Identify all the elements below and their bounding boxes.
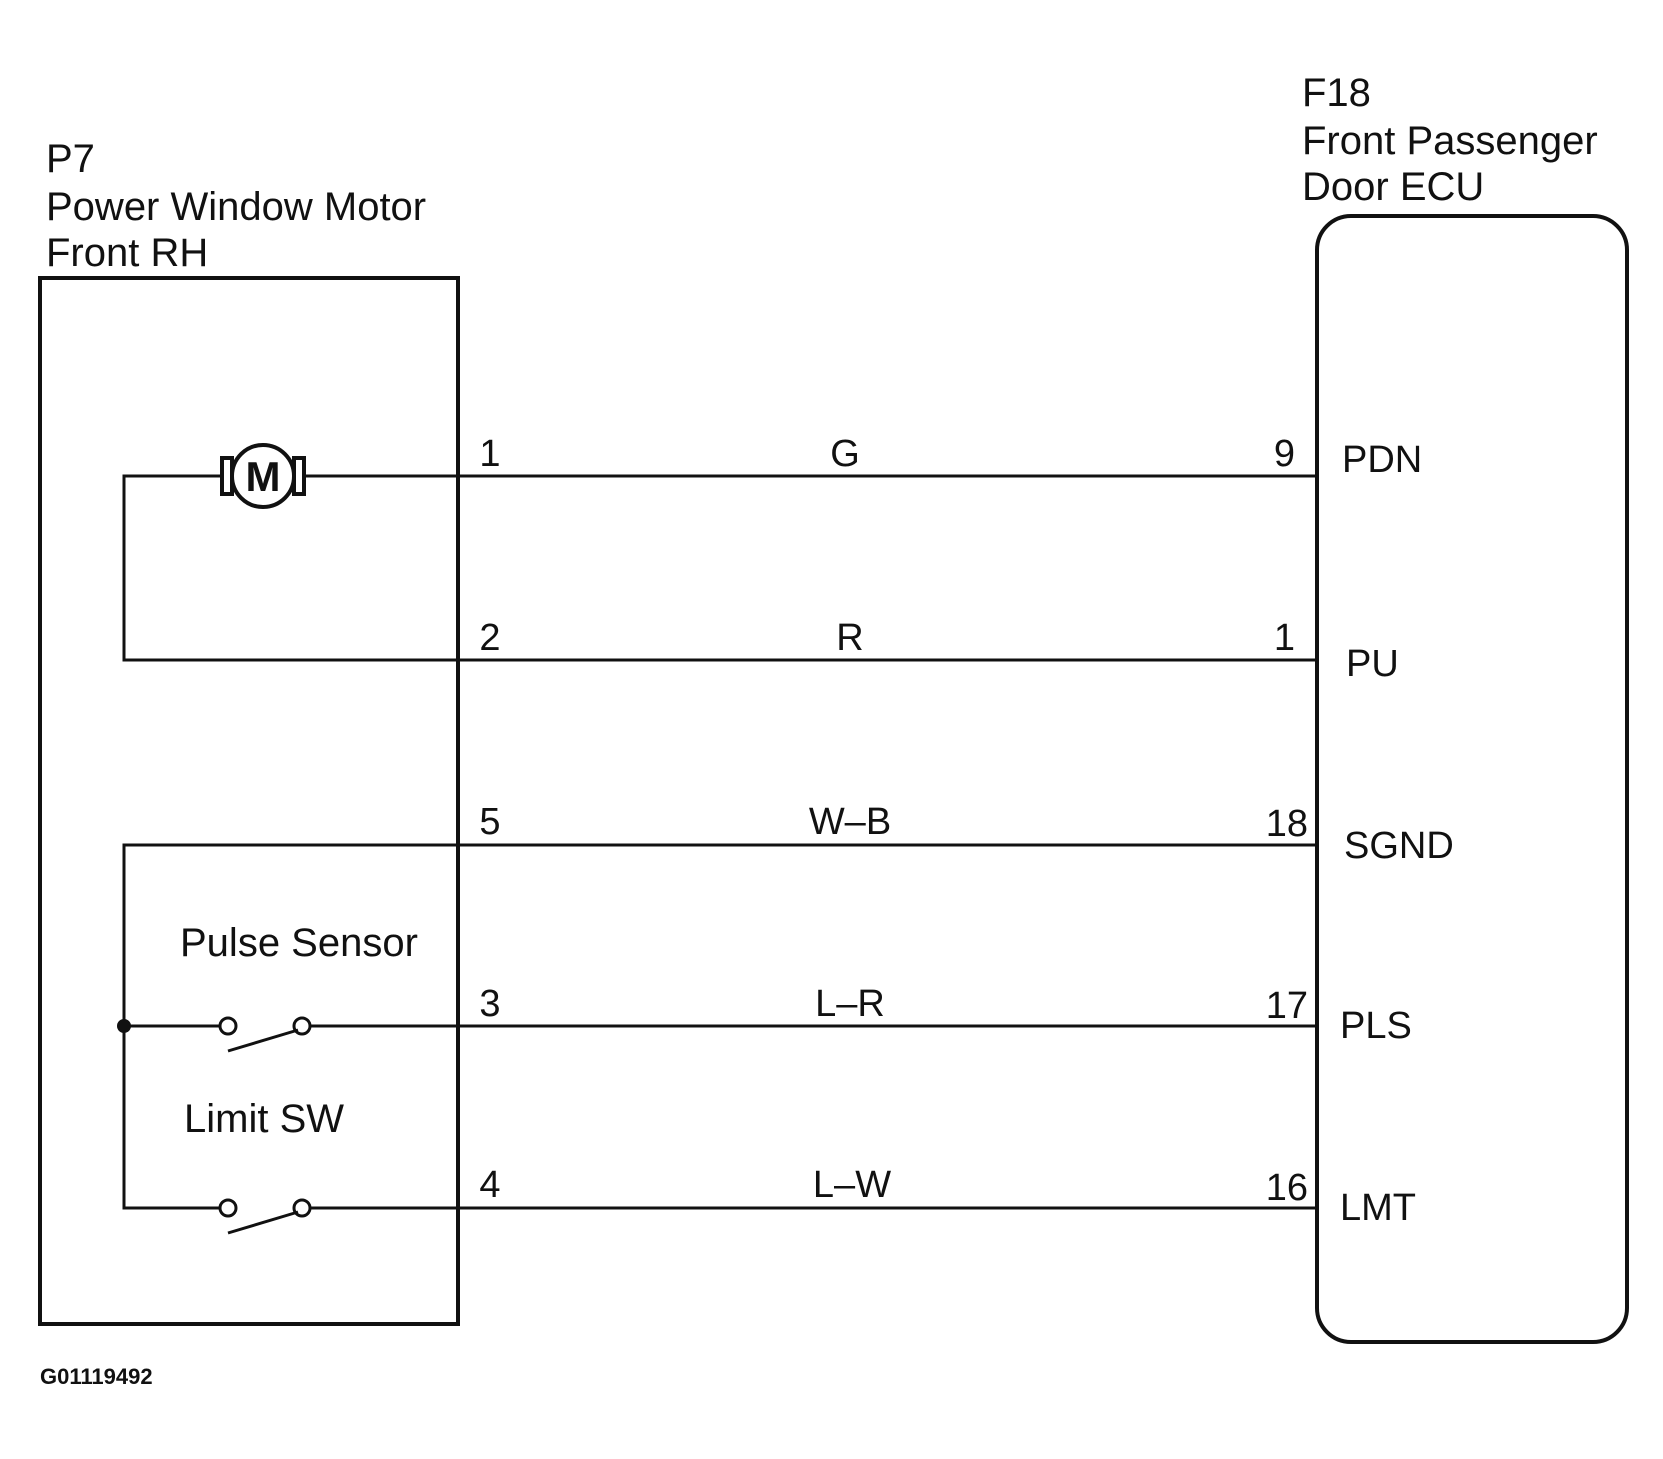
motor-pin-number: 5 — [479, 801, 500, 843]
motor-pin-number: 1 — [479, 433, 500, 475]
ecu-terminal-label: LMT — [1340, 1187, 1416, 1229]
wire-color-code: W–B — [809, 801, 891, 843]
wire-color-code: L–R — [815, 983, 885, 1025]
ecu-pin-number: 17 — [1266, 985, 1308, 1027]
ecu-pin-number: 16 — [1266, 1167, 1308, 1209]
wire-color-code: R — [836, 617, 863, 659]
motor-pin-number: 2 — [479, 617, 500, 659]
ecu-pin-number: 9 — [1274, 433, 1295, 475]
ecu-component-name-line2: Door ECU — [1302, 165, 1484, 209]
ecu-terminal-label: PU — [1346, 643, 1399, 685]
ecu-terminal-label: PDN — [1342, 439, 1422, 481]
pulse-sensor-label: Pulse Sensor — [180, 921, 418, 965]
limit-switch-icon — [218, 1198, 312, 1235]
motor-component-code: P7 — [46, 137, 95, 181]
figure-code: G01119492 — [40, 1364, 153, 1389]
ecu-component-name-line1: Front Passenger — [1302, 119, 1598, 163]
wire-color-code: G — [830, 433, 860, 475]
motor-component-box — [38, 276, 460, 1326]
ecu-component-code: F18 — [1302, 71, 1371, 115]
ecu-pin-number: 1 — [1274, 617, 1295, 659]
motor-symbol-label: M — [246, 453, 281, 500]
motor-pin-number: 3 — [479, 983, 500, 1025]
motor-pin-number: 4 — [479, 1164, 500, 1206]
motor-icon: M — [220, 443, 306, 509]
ecu-terminal-label: PLS — [1340, 1005, 1412, 1047]
ecu-pin-number: 18 — [1266, 803, 1308, 845]
motor-component-name-line1: Power Window Motor — [46, 185, 426, 229]
limit-switch-label: Limit SW — [184, 1097, 344, 1141]
pulse-sensor-switch-icon — [218, 1016, 312, 1053]
ecu-terminal-label: SGND — [1344, 825, 1454, 867]
wire-color-code: L–W — [813, 1164, 891, 1206]
ecu-box — [1315, 214, 1629, 1344]
motor-component-name-line2: Front RH — [46, 231, 208, 275]
motor-internal-loop — [122, 474, 458, 662]
junction-dot — [117, 1019, 131, 1033]
